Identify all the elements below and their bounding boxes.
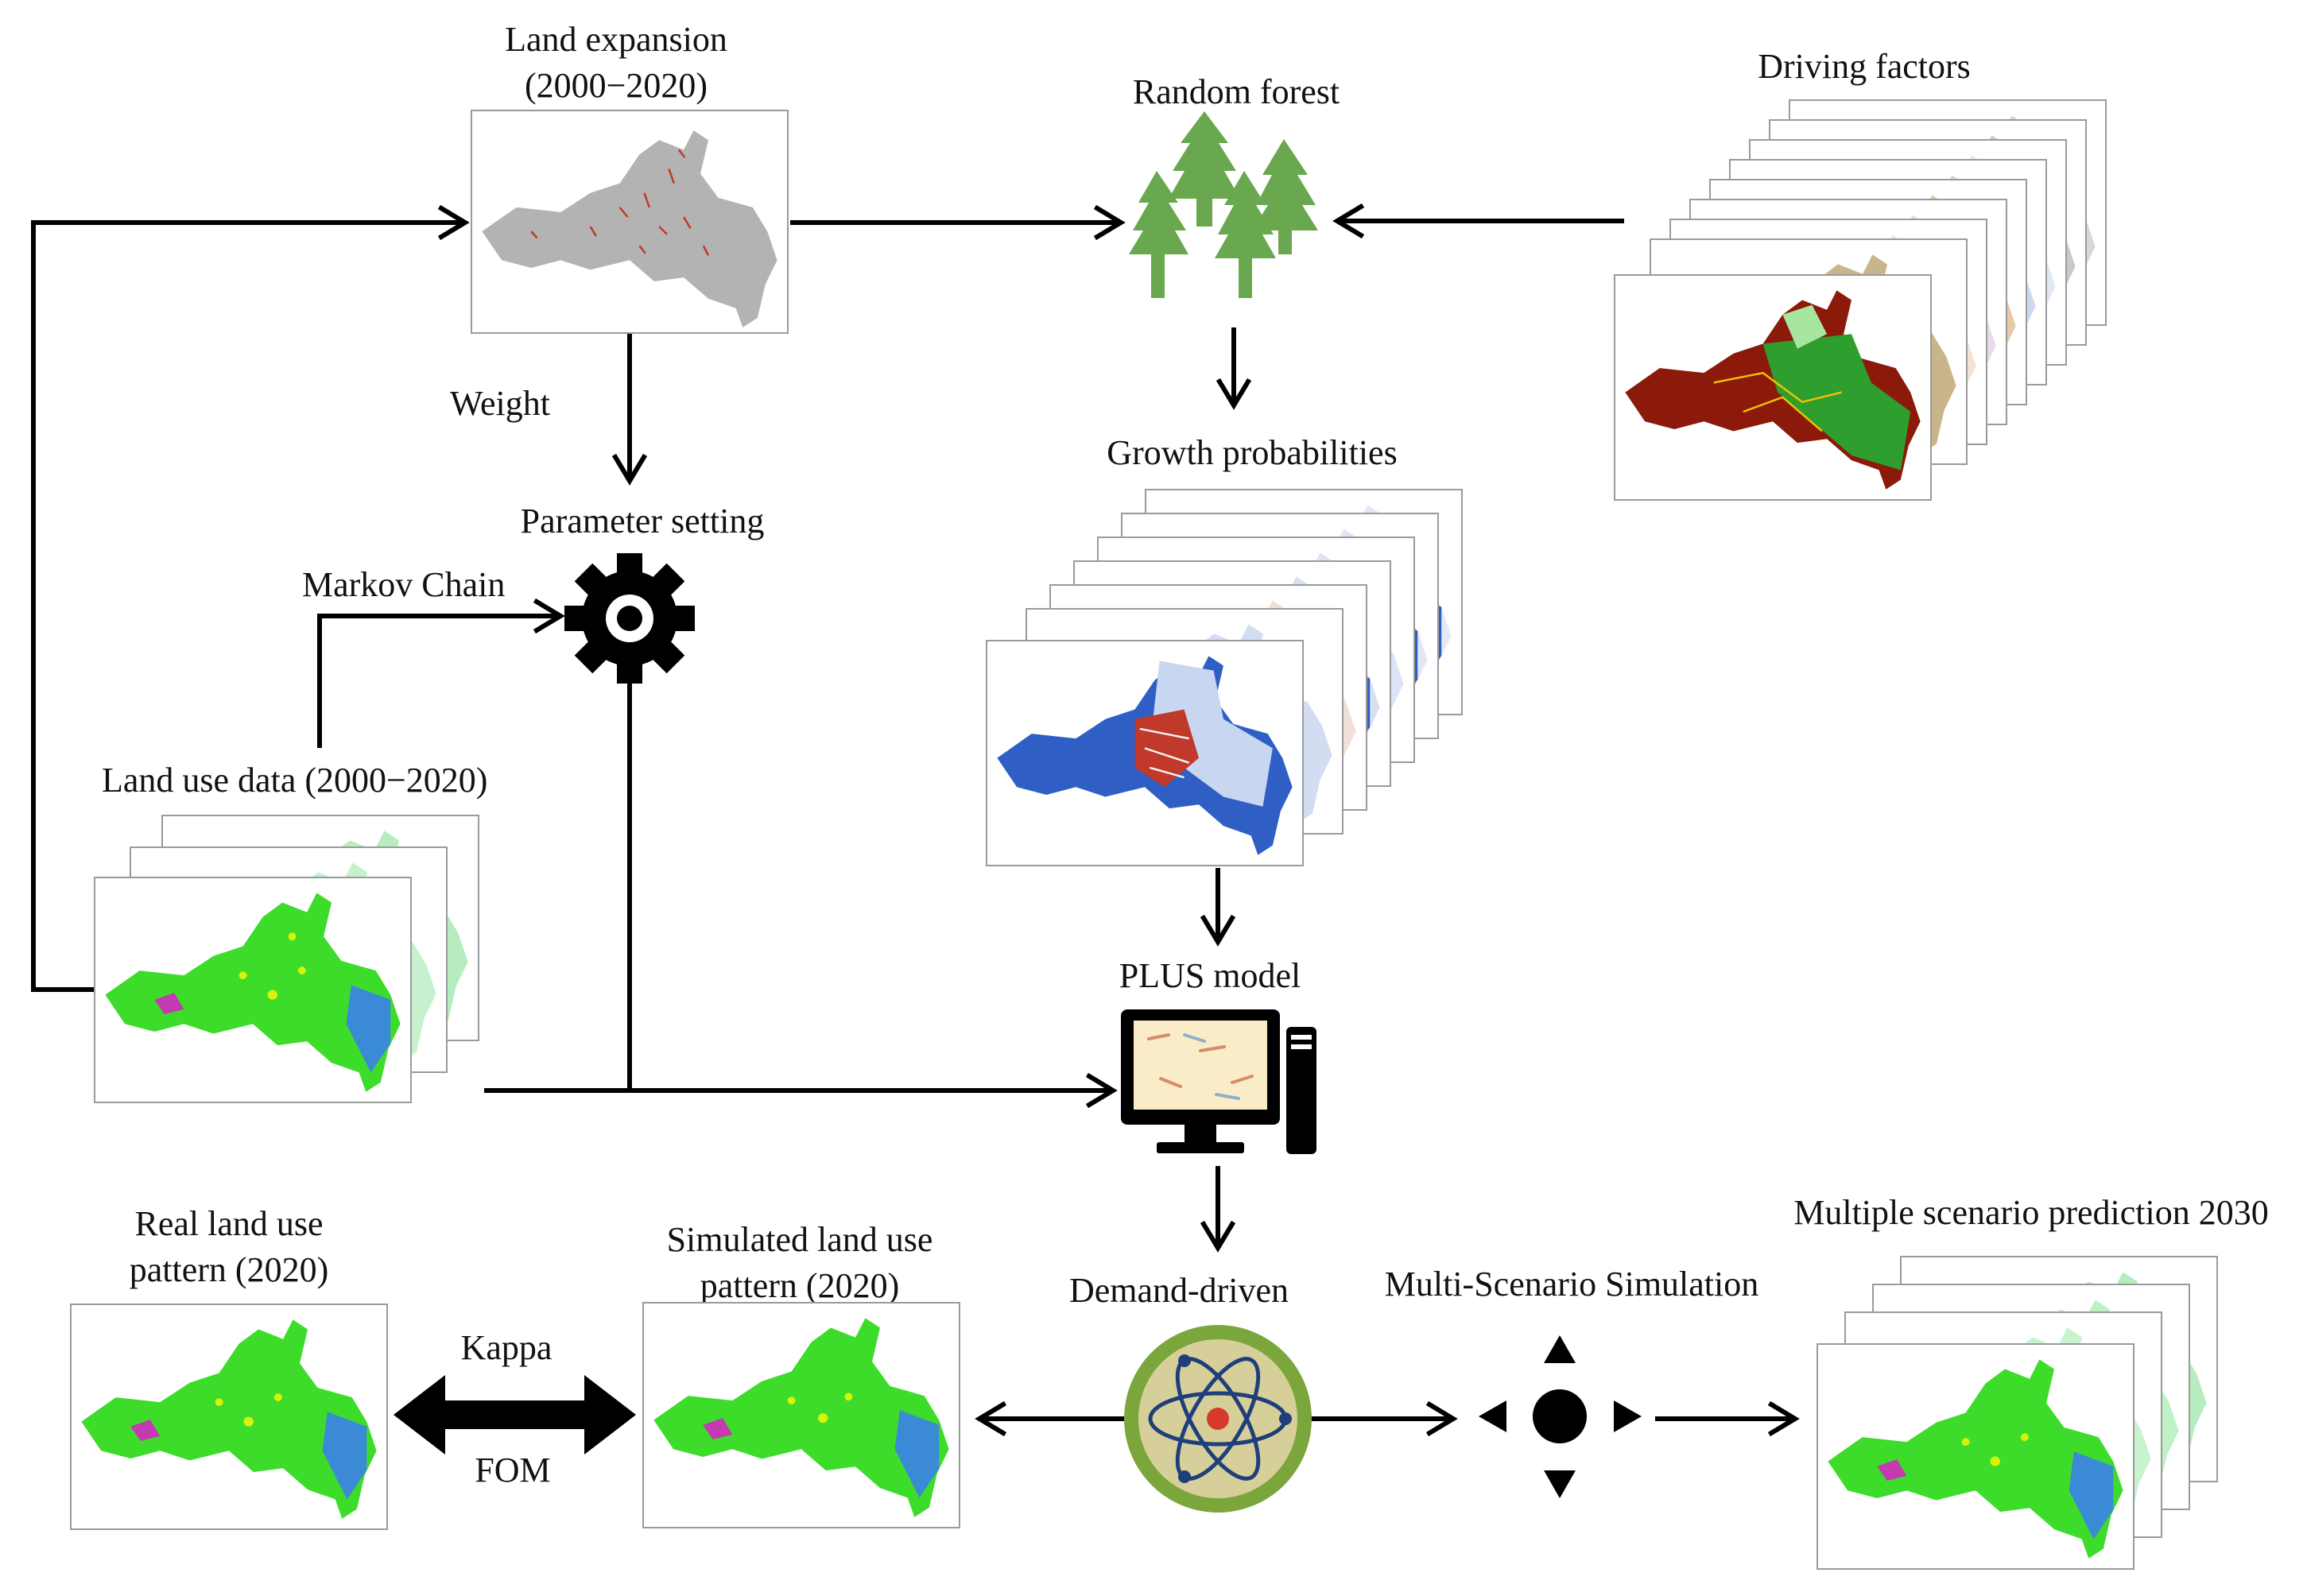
real-landuse-map bbox=[70, 1304, 388, 1530]
arrow-markov-chain bbox=[317, 614, 559, 748]
driving-factors-label: Driving factors bbox=[1758, 47, 1971, 86]
scenario-prediction-stack bbox=[1817, 1256, 2222, 1574]
atom-icon bbox=[1122, 1323, 1313, 1514]
growth-probabilities-label: Growth probabilities bbox=[1107, 433, 1398, 472]
demand-driven-label: Demand-driven bbox=[1068, 1271, 1289, 1310]
weight-label: Weight bbox=[450, 384, 550, 423]
real-pattern-label-1: Real land use bbox=[134, 1204, 324, 1243]
growth-probabilities-stack bbox=[986, 489, 1463, 866]
land-expansion-map bbox=[471, 110, 789, 334]
tree-icon bbox=[1129, 111, 1320, 302]
simulated-pattern-label-1: Simulated land use bbox=[666, 1220, 933, 1259]
gear-icon bbox=[558, 547, 701, 690]
land-use-data-label: Land use data (2000−2020) bbox=[102, 761, 488, 800]
kappa-fom-double-arrow bbox=[394, 1375, 636, 1455]
multi-scenario-simulation-label: Multi-Scenario Simulation bbox=[1384, 1265, 1759, 1304]
real-pattern-label-2: pattern (2020) bbox=[129, 1250, 329, 1289]
fom-label: FOM bbox=[475, 1451, 551, 1489]
simulated-pattern-label-2: pattern (2020) bbox=[700, 1266, 900, 1305]
markov-chain-label: Markov Chain bbox=[302, 565, 506, 604]
parameter-setting-label: Parameter setting bbox=[520, 502, 765, 540]
computer-icon bbox=[1113, 1003, 1320, 1162]
four-direction-arrows-icon bbox=[1479, 1335, 1642, 1498]
land-use-data-stack bbox=[94, 815, 483, 1103]
driving-factors-stack bbox=[1614, 99, 2115, 505]
land-expansion-title: Land expansion bbox=[505, 20, 727, 59]
land-expansion-period: (2000−2020) bbox=[524, 66, 708, 105]
multiple-scenario-prediction-label: Multiple scenario prediction 2030 bbox=[1793, 1193, 2269, 1232]
simulated-landuse-map bbox=[642, 1302, 960, 1528]
random-forest-label: Random forest bbox=[1132, 72, 1340, 111]
plus-model-label: PLUS model bbox=[1119, 956, 1301, 995]
arrow-landuse-to-expansion bbox=[31, 220, 463, 992]
kappa-label: Kappa bbox=[460, 1328, 553, 1367]
